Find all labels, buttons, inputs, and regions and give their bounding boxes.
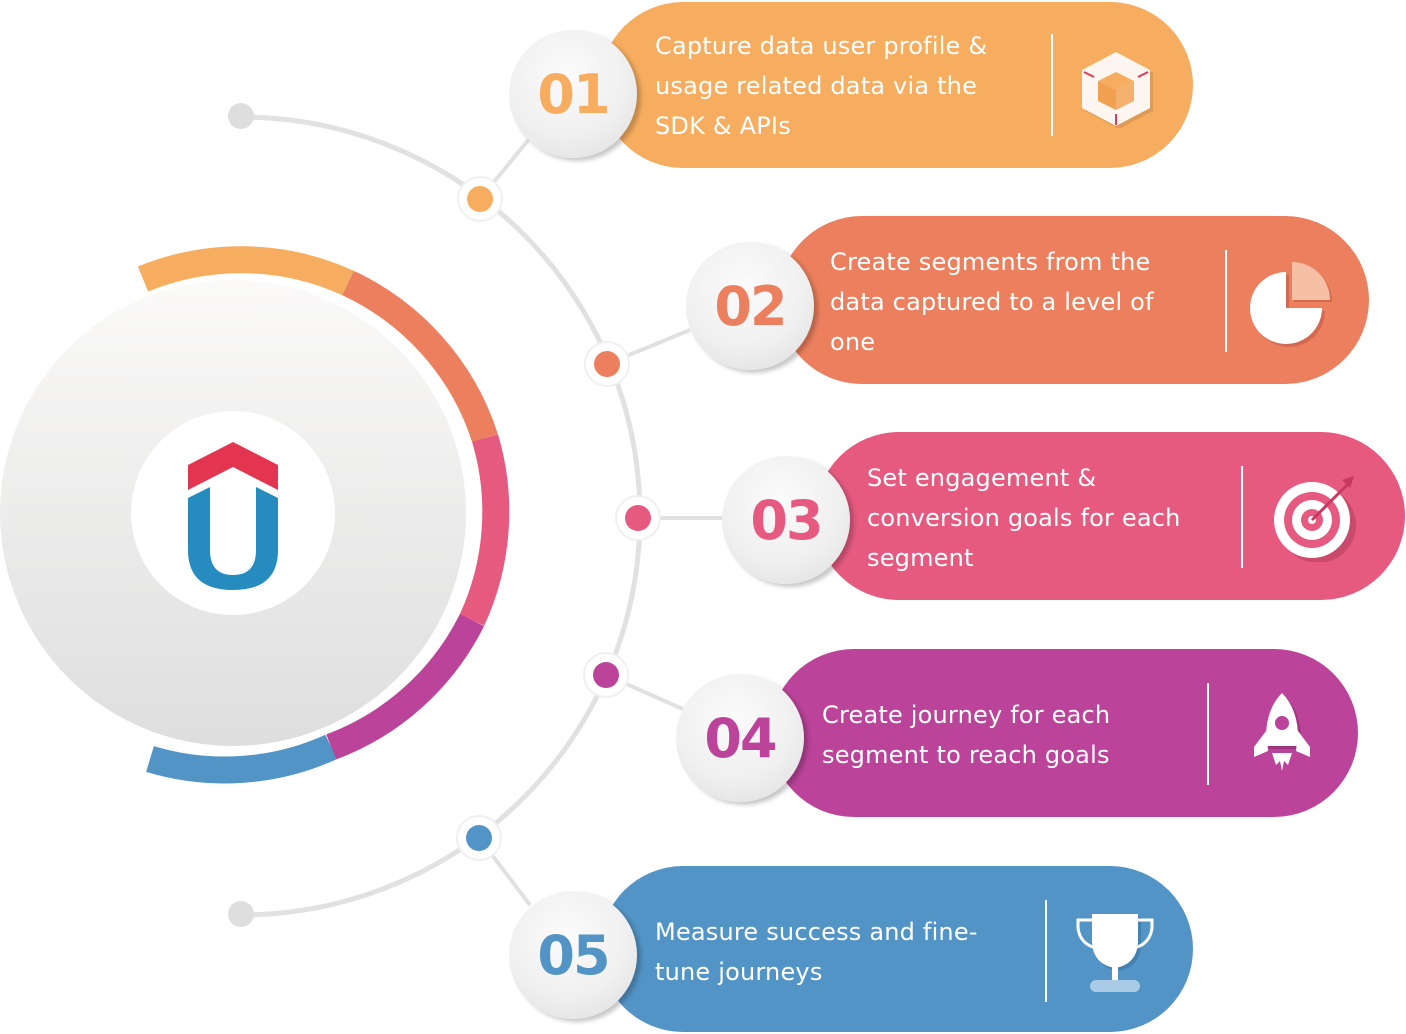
- step-04-text: Create journey for each segment to reach…: [822, 701, 1111, 769]
- step-04-number-badge: 04: [676, 674, 804, 802]
- step-02-number-badge: 02: [686, 242, 814, 370]
- step-04-divider: [1207, 683, 1209, 785]
- step-03-number: 03: [750, 488, 823, 552]
- step-03-number-badge: 03: [722, 456, 850, 584]
- rocket-icon: [1254, 693, 1310, 771]
- step-05-text: Measure success and fine- tune journeys: [655, 918, 978, 986]
- step-05-divider: [1045, 900, 1047, 1002]
- step-01-number-badge: 01: [509, 30, 637, 158]
- arc-end-dot: [228, 901, 254, 927]
- step-03-text: Set engagement & conversion goals for ea…: [867, 464, 1181, 572]
- step-01-text: Capture data user profile & usage relate…: [655, 32, 988, 140]
- pie-chart-icon: [1250, 262, 1332, 347]
- logo-background: [131, 411, 335, 615]
- step-01-number: 01: [537, 62, 610, 126]
- target-icon: [1274, 476, 1356, 562]
- step-02-divider: [1225, 250, 1227, 352]
- step-01-card: Capture data user profile & usage relate…: [600, 2, 1193, 168]
- arc-start-dot: [228, 103, 254, 129]
- step-03-card: Set engagement & conversion goals for ea…: [815, 432, 1405, 600]
- step-01-divider: [1051, 34, 1053, 136]
- step-04-number: 04: [704, 706, 777, 770]
- step-02-card: Create segments from the data captured t…: [778, 216, 1369, 384]
- trophy-icon: [1076, 914, 1154, 992]
- step-05-number-badge: 05: [509, 891, 637, 1019]
- milestone-dots: [456, 176, 661, 861]
- step-05-number: 05: [537, 923, 610, 987]
- step-03-divider: [1241, 466, 1243, 568]
- step-04-card: Create journey for each segment to reach…: [770, 649, 1358, 817]
- step-02-text: Create segments from the data captured t…: [830, 248, 1154, 356]
- u-arrow-logo-icon: [188, 442, 278, 590]
- step-02-number: 02: [714, 274, 787, 338]
- step-05-card: Measure success and fine- tune journeys: [600, 866, 1193, 1032]
- cube-icon: [1082, 52, 1153, 128]
